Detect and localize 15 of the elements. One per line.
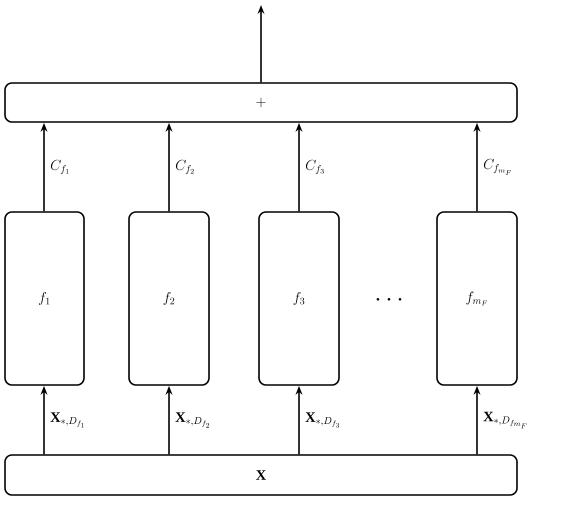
edge-label: $C_{f_3}$ <box>306 160 324 174</box>
edge-label: $\mathbf{X}_{*,D_{f_3}}$ <box>305 412 340 428</box>
function-box: $f_2$ <box>128 211 210 386</box>
edge-label: $C_{f_2}$ <box>176 160 194 174</box>
function-box: $f_{m_F}$ <box>436 211 518 386</box>
input-box: $\mathbf{X}$ <box>4 454 518 496</box>
edge-label: $C_{f_{m_F}}$ <box>484 158 512 175</box>
edge-label: $\mathbf{X}_{*,D_{f_1}}$ <box>50 412 84 428</box>
edge-label: $\mathbf{X}_{*,D_{f_{m_F}}}$ <box>483 412 526 428</box>
function-box: $f_1$ <box>4 211 85 386</box>
function-box: $f_3$ <box>258 211 340 386</box>
edge-label: $\mathbf{X}_{*,D_{f_2}}$ <box>175 412 210 428</box>
sum-box: $+$ <box>4 82 518 123</box>
ellipsis: $\cdots$ <box>376 298 402 301</box>
edge-label: $C_{f_1}$ <box>50 160 68 174</box>
